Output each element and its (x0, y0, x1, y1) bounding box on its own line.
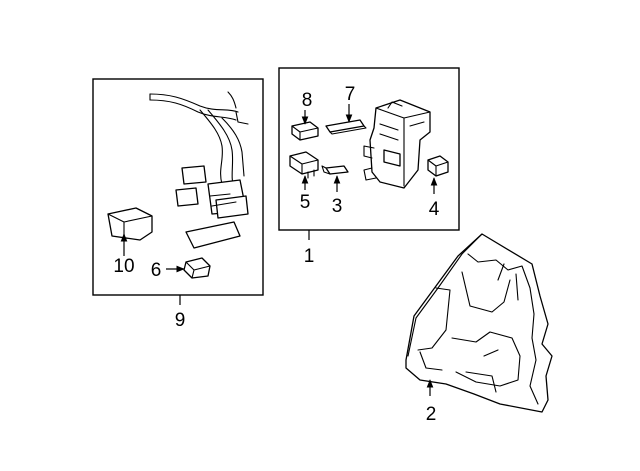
fuse-box-icon (363, 99, 431, 189)
callout-5: 5 (300, 192, 311, 213)
callout-10: 10 (113, 256, 134, 277)
assembly-1-box (278, 67, 460, 231)
callout-4: 4 (429, 199, 440, 220)
fuse-icon (321, 165, 349, 175)
callout-9: 9 (175, 310, 186, 331)
callout-7: 7 (345, 84, 356, 105)
callout-1: 1 (304, 246, 315, 267)
callout-2: 2 (426, 404, 437, 425)
wire-harness-icon (149, 91, 249, 249)
relay-icon (291, 121, 319, 141)
relay-icon (289, 151, 319, 179)
assembly-9-box (92, 78, 264, 296)
cover-icon (405, 233, 553, 413)
callout-6: 6 (151, 260, 162, 281)
callout-8: 8 (302, 90, 313, 111)
relay-icon (427, 155, 449, 177)
fuse-icon (325, 119, 367, 135)
connector-icon (183, 257, 211, 279)
callout-3: 3 (332, 196, 343, 217)
bracket-icon (107, 207, 153, 241)
